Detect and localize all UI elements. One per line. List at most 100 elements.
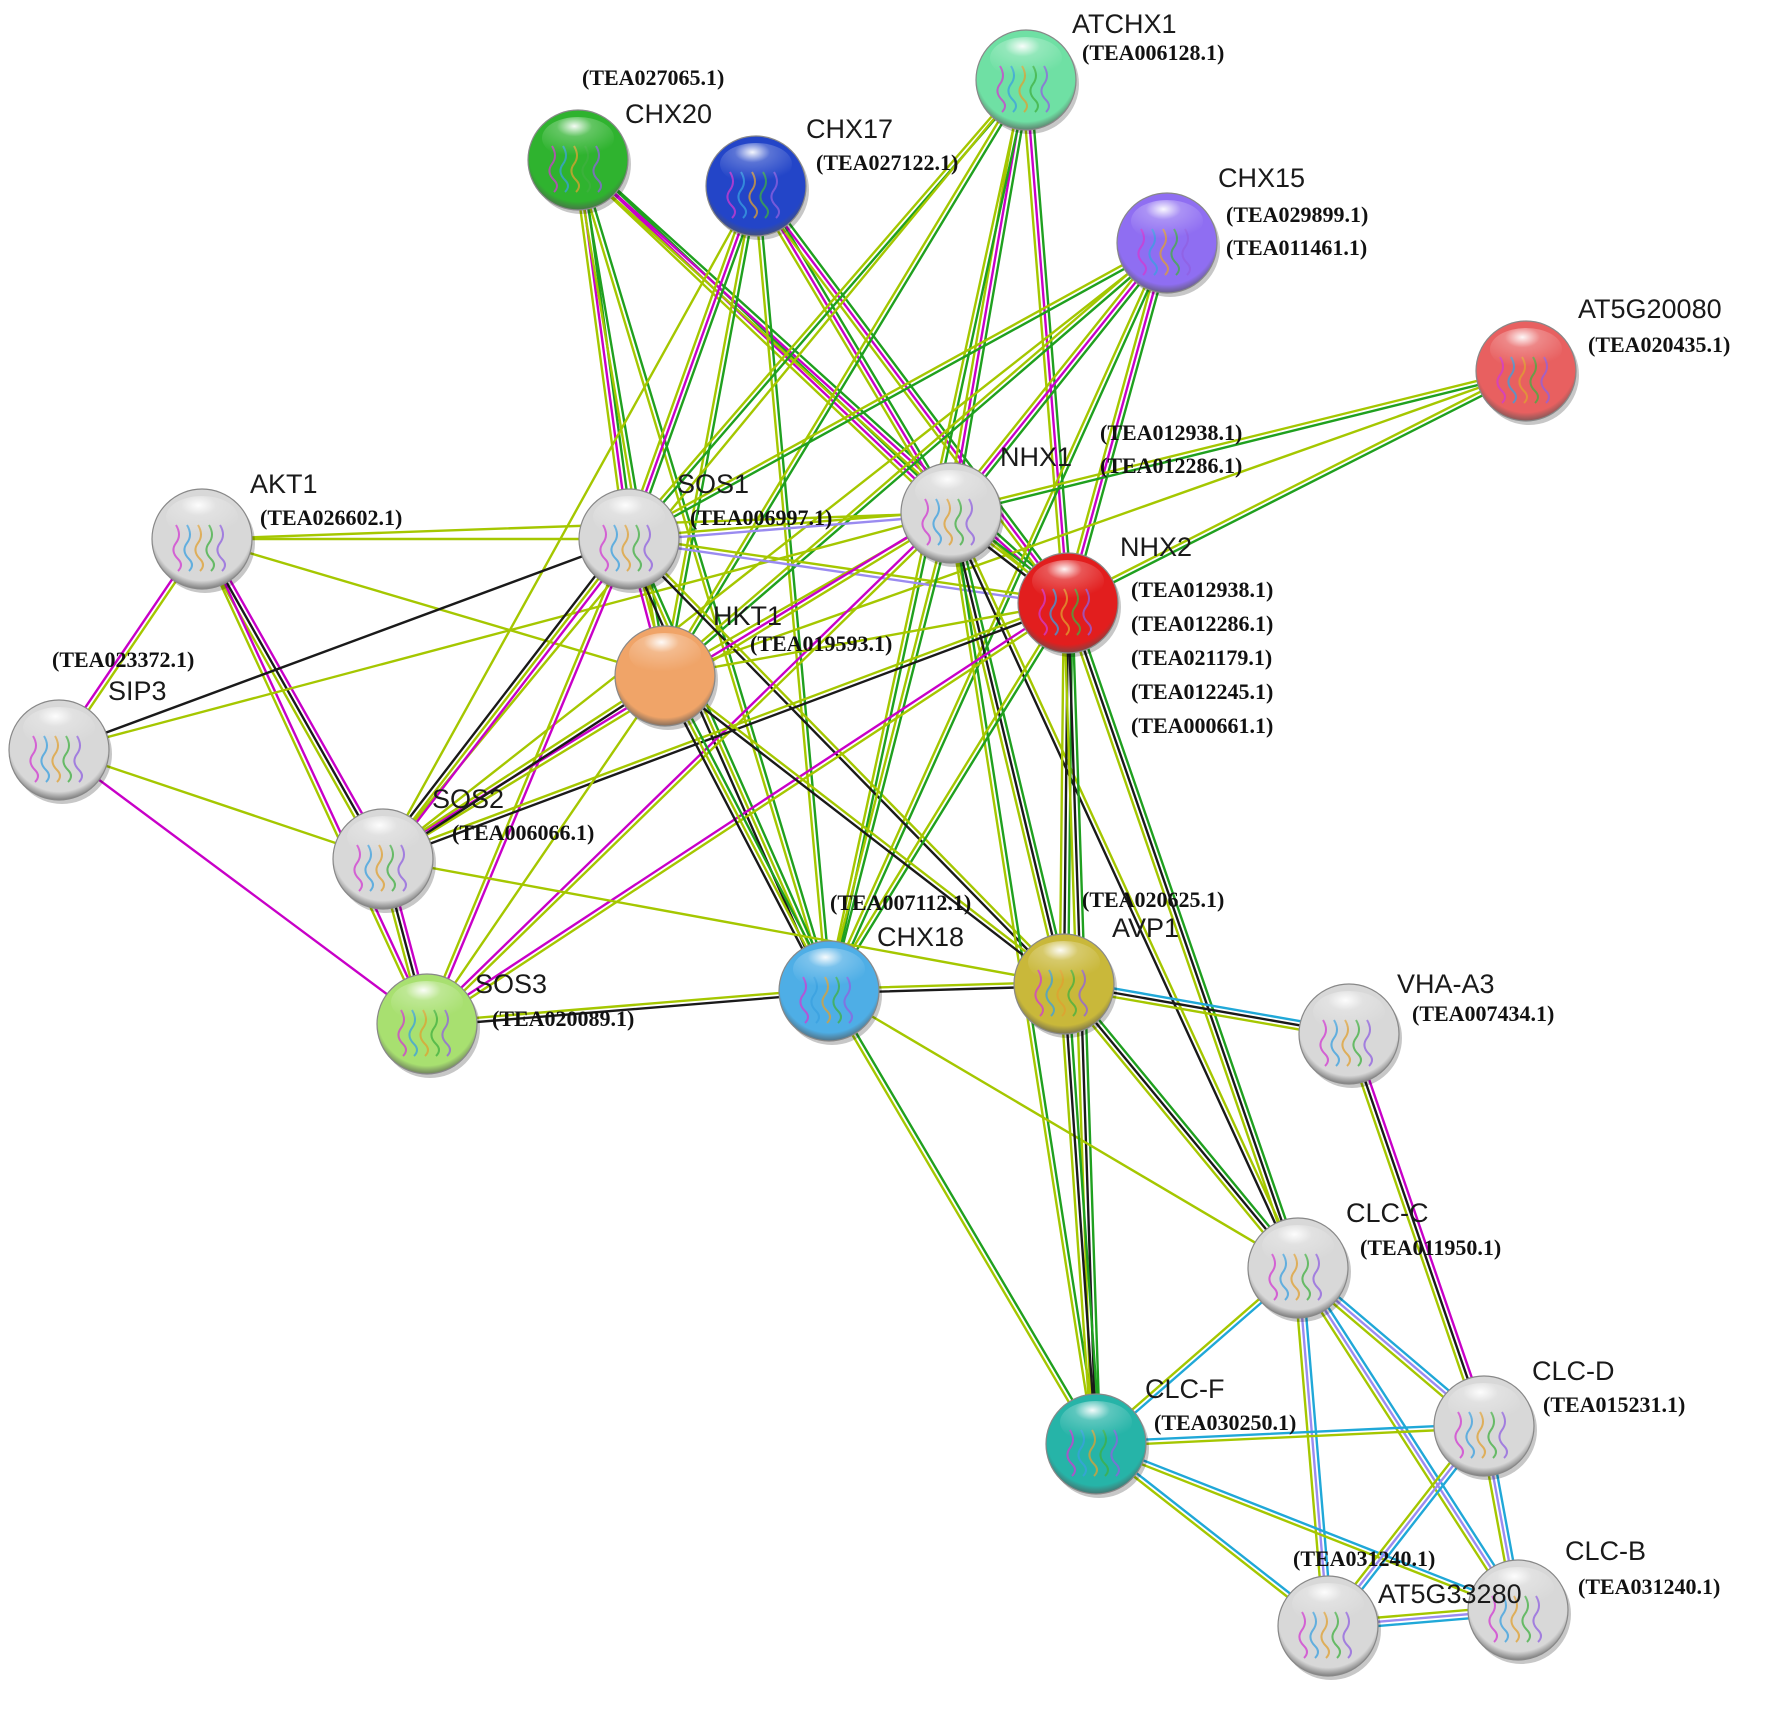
protein-helix — [592, 145, 602, 193]
transcript-id-label: (TEA027065.1) — [582, 65, 724, 90]
node-akt1[interactable]: AKT1(TEA026602.1) — [151, 469, 402, 593]
node-avp1[interactable]: AVP1(TEA020625.1) — [1013, 887, 1224, 1038]
node-gloss — [1490, 328, 1562, 370]
edge-avp1-clc-f — [1058, 982, 1102, 1446]
edge-strand-textmining — [1065, 367, 1527, 603]
node-sip3[interactable]: SIP3 (TEA023372.1) — [8, 647, 194, 804]
edge-strand-neighborhood — [628, 243, 1170, 543]
protein-helix — [1319, 1019, 1329, 1067]
node-gloss — [1482, 1567, 1554, 1609]
gene-label: SIP3 — [108, 676, 167, 706]
edge-nhx2-hkt1 — [663, 601, 1070, 678]
node-chx17[interactable]: CHX17(TEA027122.1) — [705, 114, 958, 240]
edge-strand-neighborhood — [829, 602, 1071, 994]
node-chx20[interactable]: CHX20(TEA027065.1) — [527, 65, 724, 214]
edge-strand-experiments — [949, 241, 1169, 515]
edge-strand-textmining — [427, 513, 954, 1027]
protein-helix — [397, 1009, 407, 1057]
edge-chx15-hkt1 — [662, 240, 1170, 679]
edge-strand-experiments — [427, 538, 633, 1027]
edge-vha-a3-clc-d — [1343, 1031, 1490, 1429]
edge-strand-textmining — [665, 673, 1067, 984]
edge-strand-experiments — [576, 158, 953, 515]
node-clc-b[interactable]: CLC-B(TEA031240.1) — [1467, 1536, 1720, 1664]
edge-strand-textmining — [200, 511, 953, 541]
node-sos3[interactable]: SOS3(TEA020089.1) — [376, 969, 634, 1078]
edge-strand-neighborhood — [631, 186, 762, 542]
edge-chx17-sos1 — [623, 183, 762, 542]
transcript-id-label: (TEA027122.1) — [816, 150, 958, 175]
protein-helix — [1137, 228, 1147, 276]
edge-strand-textmining — [825, 990, 1096, 1447]
edge-strand-textmining — [751, 187, 1066, 607]
edge-strand-textmining — [663, 601, 1070, 678]
transcript-id-label: (TEA006997.1) — [690, 505, 832, 530]
gene-label: SOS2 — [432, 784, 504, 814]
edge-strand-homology — [1296, 1266, 1330, 1628]
edge-strand-coexpression — [378, 535, 627, 858]
transcript-id-label: (TEA011461.1) — [1226, 235, 1367, 260]
edge-strand-neighborhood — [950, 371, 1528, 517]
node-nhx2[interactable]: NHX2(TEA012938.1)(TEA012286.1)(TEA021179… — [1017, 532, 1273, 738]
edge-strand-experiments — [627, 184, 758, 541]
edge-strand-textmining — [381, 241, 1169, 861]
edge-strand-textmining — [381, 184, 758, 861]
edge-strand-neighborhood — [953, 510, 1070, 985]
node-clc-c[interactable]: CLC-C(TEA011950.1) — [1247, 1198, 1501, 1322]
edge-strand-neighborhood — [665, 79, 1029, 679]
edge-sip3-sos3 — [57, 748, 429, 1026]
node-gloss — [1313, 991, 1385, 1033]
transcript-id-label: (TEA023372.1) — [52, 647, 194, 672]
node-gloss — [1262, 1225, 1334, 1267]
edge-strand-textmining — [628, 535, 1070, 603]
gene-label: ATCHX1 — [1072, 9, 1177, 39]
edge-strand-neighborhood — [665, 243, 1170, 679]
edge-akt1-hkt1 — [200, 537, 667, 678]
transcript-id-label: (TEA012245.1) — [1131, 679, 1273, 704]
node-at5g33280[interactable]: AT5G33280(TEA031240.1) — [1277, 1546, 1522, 1680]
node-chx18[interactable]: CHX18(TEA007112.1) — [778, 890, 971, 1045]
edge-strand-coexpression — [660, 676, 827, 995]
node-gloss — [629, 633, 701, 675]
edge-nhx2-sos2 — [381, 599, 1070, 863]
node-gloss — [391, 981, 463, 1023]
edge-strand-textmining — [426, 603, 1071, 1027]
edge-strand-textmining — [1062, 240, 1165, 604]
protein-helix — [1496, 356, 1506, 404]
protein-helix — [1540, 356, 1550, 404]
protein-helix — [1268, 1253, 1278, 1301]
transcript-id-label: (TEA029899.1) — [1226, 202, 1368, 227]
edge-strand-databases — [1300, 1264, 1523, 1609]
protein-helix — [1532, 1595, 1542, 1643]
edge-strand-homology — [1296, 1266, 1520, 1612]
edge-strand-neighborhood — [1067, 371, 1529, 607]
edge-strand-textmining — [626, 77, 1026, 539]
node-sos2[interactable]: SOS2(TEA006066.1) — [332, 784, 594, 913]
protein-helix — [996, 65, 1006, 113]
transcript-id-label: (TEA020089.1) — [492, 1006, 634, 1031]
gene-label: CLC-B — [1565, 1536, 1646, 1566]
node-vha-a3[interactable]: VHA-A3(TEA007434.1) — [1298, 969, 1554, 1088]
node-chx15[interactable]: CHX15(TEA029899.1)(TEA011461.1) — [1116, 163, 1368, 297]
protein-helix — [1040, 65, 1050, 113]
edge-strand-textmining — [57, 748, 385, 861]
gene-label: AVP1 — [1112, 913, 1179, 943]
edge-strand-textmining — [1094, 1444, 1519, 1614]
node-at5g20080[interactable]: AT5G20080(TEA020435.1) — [1475, 294, 1730, 425]
node-sos1[interactable]: SOS1(TEA006997.1) — [578, 469, 832, 593]
gene-label: NHX1 — [1000, 442, 1072, 472]
protein-helix — [1066, 1429, 1076, 1477]
edge-strand-textmining — [425, 987, 831, 1024]
edge-strand-textmining — [423, 536, 629, 1025]
edge-strand-coexpression — [425, 991, 831, 1028]
node-atchx1[interactable]: ATCHX1(TEA006128.1) — [975, 9, 1224, 134]
node-nhx1[interactable]: NHX1(TEA012938.1)(TEA012286.1) — [900, 420, 1242, 567]
node-clc-d[interactable]: CLC-D(TEA015231.1) — [1433, 1356, 1685, 1480]
gene-label: NHX2 — [1120, 532, 1192, 562]
gene-label: CLC-D — [1532, 1356, 1615, 1386]
node-gloss — [166, 496, 238, 538]
edge-strand-neighborhood — [953, 79, 1032, 515]
transcript-id-label: (TEA019593.1) — [750, 631, 892, 656]
node-hkt1[interactable]: HKT1(TEA019593.1) — [614, 601, 892, 730]
node-clc-f[interactable]: CLC-F(TEA030250.1) — [1045, 1374, 1296, 1498]
